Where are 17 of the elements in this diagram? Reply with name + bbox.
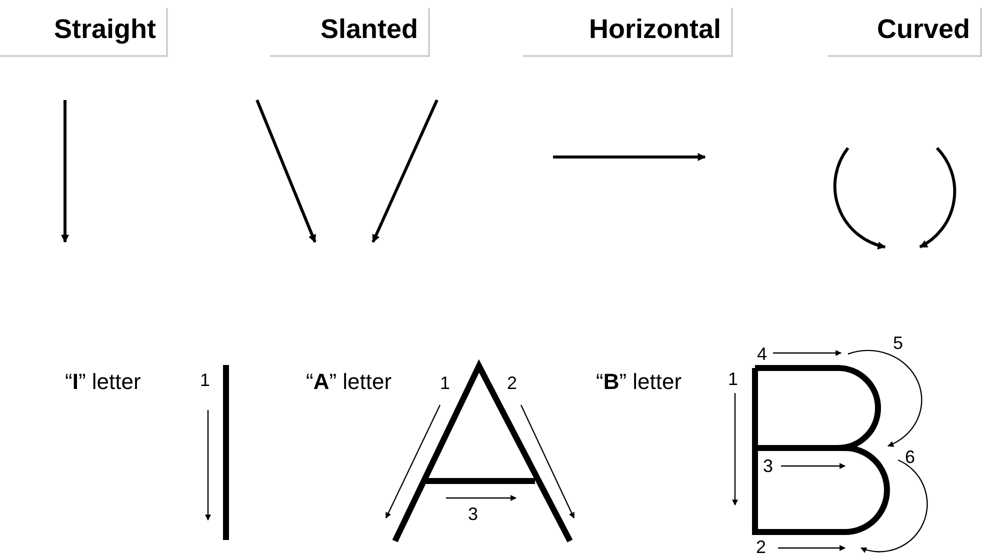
stroke-number: 4 bbox=[757, 345, 768, 363]
column-heading: Straight bbox=[0, 8, 168, 57]
stroke-number: 6 bbox=[905, 448, 916, 466]
letter-caption: “A” letter bbox=[306, 371, 392, 393]
stroke-number: 3 bbox=[763, 457, 774, 475]
column-heading: Horizontal bbox=[523, 8, 733, 57]
letter-caption: “I” letter bbox=[65, 371, 141, 393]
stroke-number: 2 bbox=[756, 538, 766, 556]
stroke-number: 5 bbox=[893, 334, 904, 352]
column-heading: Slanted bbox=[270, 8, 430, 57]
stroke-number: 1 bbox=[440, 374, 450, 392]
column-heading: Curved bbox=[828, 8, 982, 57]
stroke-number: 1 bbox=[728, 370, 738, 388]
stroke-number: 1 bbox=[200, 371, 210, 389]
letter-caption: “B” letter bbox=[596, 371, 682, 393]
stroke-number: 2 bbox=[507, 374, 518, 392]
stroke-number: 3 bbox=[468, 505, 478, 523]
